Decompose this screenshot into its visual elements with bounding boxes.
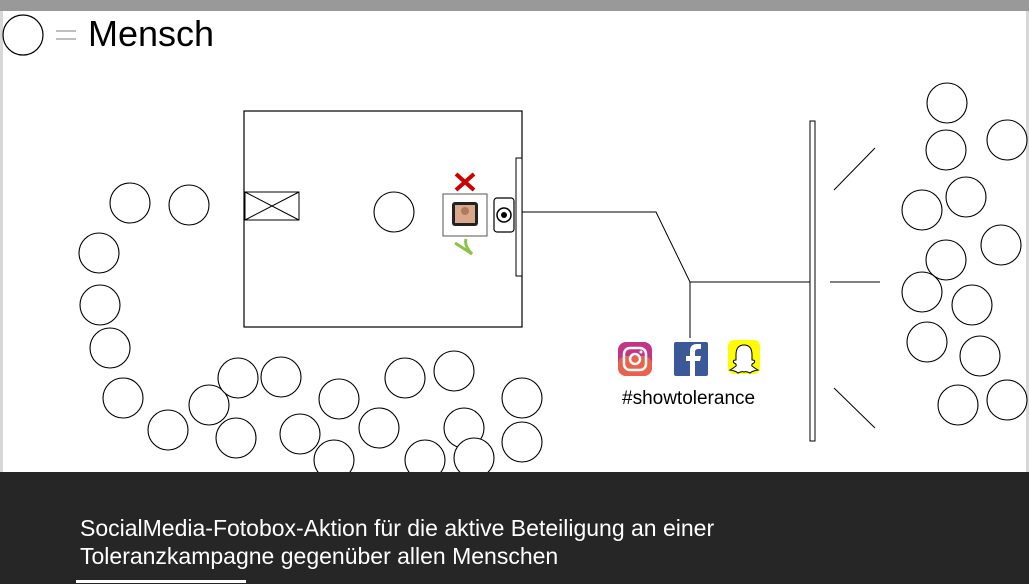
person-circle	[102, 377, 144, 419]
caption-text: SocialMedia-Fotobox-Aktion für die aktiv…	[80, 514, 980, 570]
people-group	[78, 82, 1028, 481]
camera-icon	[493, 197, 515, 233]
person-circle	[168, 184, 210, 226]
caption-line-2: Toleranzkampagne gegenüber allen Mensche…	[80, 543, 559, 569]
caption-underline	[76, 580, 246, 583]
check-icon	[454, 238, 474, 256]
person-circle	[147, 409, 189, 451]
left-border	[0, 11, 3, 481]
photo-frame	[442, 193, 488, 237]
screen-wall	[515, 157, 523, 277]
person-circle	[79, 284, 121, 326]
person-circle	[980, 224, 1022, 266]
person-circle	[501, 377, 543, 419]
entrance-crate	[244, 191, 300, 221]
person-circle	[959, 335, 1001, 377]
person-circle	[945, 176, 987, 218]
person-circle	[901, 189, 943, 231]
person-circle	[384, 357, 426, 399]
person-circle	[188, 384, 230, 426]
person-circle	[901, 271, 943, 313]
caption-line-1: SocialMedia-Fotobox-Aktion für die aktiv…	[80, 515, 715, 541]
legend-label: Mensch	[88, 13, 215, 54]
top-bar	[0, 0, 1029, 11]
barrier-diagonal-top	[833, 147, 876, 191]
person-circle	[318, 378, 360, 420]
person-circle	[986, 119, 1028, 161]
person-circle	[89, 327, 131, 369]
person-circle	[260, 356, 302, 398]
person-circle	[926, 82, 968, 124]
person-circle	[358, 407, 400, 449]
person-circle	[217, 357, 259, 399]
person-circle	[215, 417, 257, 459]
person-circle	[373, 191, 415, 233]
person-circle	[951, 284, 993, 326]
equals-sign	[56, 30, 76, 40]
facebook-icon	[674, 342, 708, 376]
person-circle	[433, 350, 475, 392]
hashtag-label: #showtolerance	[622, 388, 756, 409]
person-circle	[906, 321, 948, 363]
person-circle	[501, 421, 543, 463]
person-circle	[78, 232, 120, 274]
person-circle	[279, 413, 321, 455]
barrier-wall	[809, 120, 816, 442]
legend-person-circle	[2, 14, 44, 56]
person-circle	[937, 384, 979, 426]
snapchat-icon	[728, 340, 760, 374]
person-circle	[925, 129, 967, 171]
person-circle	[925, 239, 967, 281]
cross-icon	[454, 172, 476, 192]
instagram-icon	[618, 342, 652, 376]
person-circle	[109, 182, 151, 224]
person-circle	[986, 379, 1028, 421]
right-border	[1026, 11, 1029, 481]
connection-line	[522, 211, 812, 283]
barrier-diagonal-bottom	[833, 387, 876, 429]
